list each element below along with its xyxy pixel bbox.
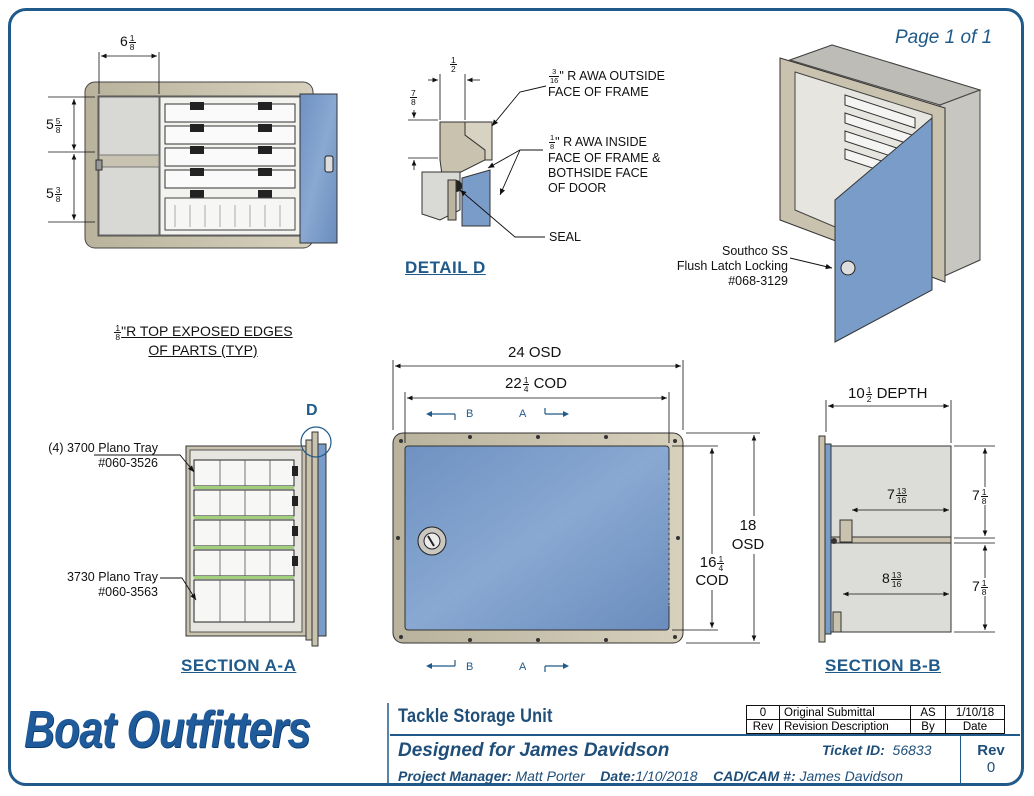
seal-label: SEAL xyxy=(549,230,581,244)
revision-table: 0 Original Submittal AS 1/10/18 Rev Revi… xyxy=(746,705,1005,734)
rev-box: Rev 0 xyxy=(960,736,1021,784)
revision-row: 0 Original Submittal AS 1/10/18 xyxy=(746,705,1005,720)
detail-d-drawing xyxy=(408,74,547,238)
company-logo: Boat Outfitters xyxy=(24,701,311,759)
latch-note: Southco SS Flush Latch Locking #068-3129 xyxy=(676,244,788,288)
tray-note-3700: (4) 3700 Plano Tray #060-3526 xyxy=(48,441,158,470)
top-view-trays xyxy=(164,102,296,231)
section-aa-drawing xyxy=(94,426,332,647)
section-b-top-label: B xyxy=(466,408,474,420)
section-aa-title: SECTION A-A xyxy=(181,656,297,675)
tray-note-3730: 3730 Plano Tray #060-3563 xyxy=(66,570,158,599)
top-view xyxy=(48,52,338,249)
designed-for: Designed for James Davidson xyxy=(398,740,670,761)
section-a-bottom-label: A xyxy=(519,661,527,673)
iso-view xyxy=(779,44,982,343)
section-a-top-label: A xyxy=(519,408,527,420)
project-info-line: Project Manager: Matt Porter Date:1/10/2… xyxy=(398,768,904,784)
detail-d-title: DETAIL D xyxy=(405,258,486,277)
detail-d-marker: D xyxy=(306,402,318,419)
page-number: Page 1 of 1 xyxy=(895,27,993,48)
front-view-drawing xyxy=(392,360,760,672)
revision-header-row: Rev Revision Description By Date xyxy=(746,719,1005,734)
section-bb-title: SECTION B-B xyxy=(825,656,941,675)
osd-height-dim: 18 OSD xyxy=(728,516,768,554)
project-title: Tackle Storage Unit xyxy=(398,706,553,727)
osd-width-dim: 24 OSD xyxy=(508,344,562,361)
rev-value: 0 xyxy=(986,759,996,776)
section-bb-drawing xyxy=(818,400,995,643)
ticket-id: Ticket ID: 56833 xyxy=(822,742,932,758)
title-block-rule xyxy=(390,734,1020,736)
section-b-bottom-label: B xyxy=(466,661,474,673)
rev-label: Rev xyxy=(977,742,1005,759)
